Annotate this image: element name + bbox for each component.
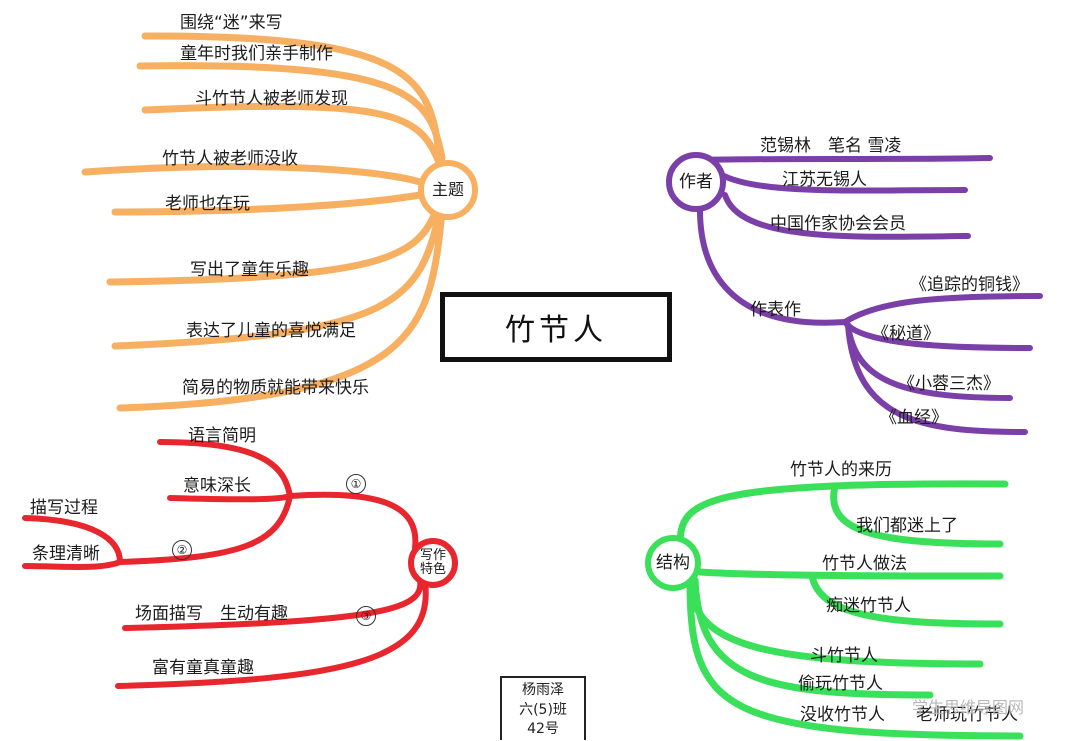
writing-item: 场面描写 生动有趣	[135, 604, 288, 624]
watermark: 学生思维导图网	[912, 698, 1025, 717]
theme-node: 主题	[418, 160, 478, 220]
structure-item: 老师玩竹节人	[916, 705, 1018, 725]
theme-branches	[81, 32, 446, 412]
theme-item: 表达了儿童的喜悦满足	[186, 321, 356, 341]
author-node: 作者	[666, 152, 726, 212]
writing-branch-number: ①	[346, 474, 366, 494]
theme-item: 竹节人被老师没收	[162, 149, 298, 169]
author-item: 范锡林 笔名 雪凌	[760, 136, 902, 156]
author-work: 《秘道》	[872, 324, 940, 344]
writing-branches	[22, 439, 429, 689]
theme-node-label: 主题	[431, 180, 464, 200]
structure-item: 没收竹节人	[800, 705, 885, 725]
author-signature-box: 杨雨泽 六(5)班 42号	[500, 676, 586, 740]
writing-node: 写作特色	[408, 538, 458, 588]
theme-item: 写出了童年乐趣	[190, 260, 309, 280]
author-work: 《小蓉三杰》	[898, 374, 1000, 394]
writing-item: 意味深长	[183, 476, 251, 496]
structure-item: 痴迷竹节人	[826, 596, 911, 616]
signature-name: 杨雨泽	[522, 682, 564, 698]
structure-item: 我们都迷上了	[856, 516, 958, 536]
author-branches	[697, 155, 1043, 435]
center-title: 竹节人	[505, 313, 607, 348]
writing-node-label: 写作特色	[419, 547, 446, 577]
structure-item: 竹节人的来历	[790, 460, 892, 480]
author-node-label: 作者	[679, 171, 713, 192]
theme-item: 斗竹节人被老师发现	[195, 89, 348, 109]
theme-item: 童年时我们亲手制作	[180, 44, 333, 64]
writing-branch-number: ③	[356, 606, 376, 626]
structure-item: 偷玩竹节人	[798, 674, 883, 694]
structure-node-label: 结构	[656, 552, 690, 573]
theme-item: 围绕“迷”来写	[180, 13, 283, 33]
author-work: 《血经》	[880, 408, 948, 428]
author-item: 中国作家协会会员	[770, 214, 906, 234]
structure-branches	[676, 480, 1024, 740]
author-work: 《追踪的铜钱》	[910, 275, 1029, 295]
structure-item: 竹节人做法	[822, 554, 907, 574]
writing-branch-number: ②	[172, 540, 192, 560]
writing-item: 描写过程	[30, 498, 98, 518]
theme-item: 老师也在玩	[165, 194, 250, 214]
author-item: 江苏无锡人	[782, 170, 867, 190]
writing-item: 语言简明	[188, 426, 256, 446]
theme-item: 简易的物质就能带来快乐	[182, 378, 369, 398]
writing-item: 条理清晰	[32, 544, 100, 564]
writing-item: 富有童真童趣	[152, 658, 254, 678]
center-title-box: 竹节人	[440, 292, 672, 362]
author-works-label: 作表作	[750, 300, 801, 320]
signature-number: 42号	[527, 721, 559, 738]
structure-node: 结构	[645, 535, 701, 591]
signature-class: 六(5)班	[519, 701, 567, 718]
structure-item: 斗竹节人	[810, 646, 878, 666]
